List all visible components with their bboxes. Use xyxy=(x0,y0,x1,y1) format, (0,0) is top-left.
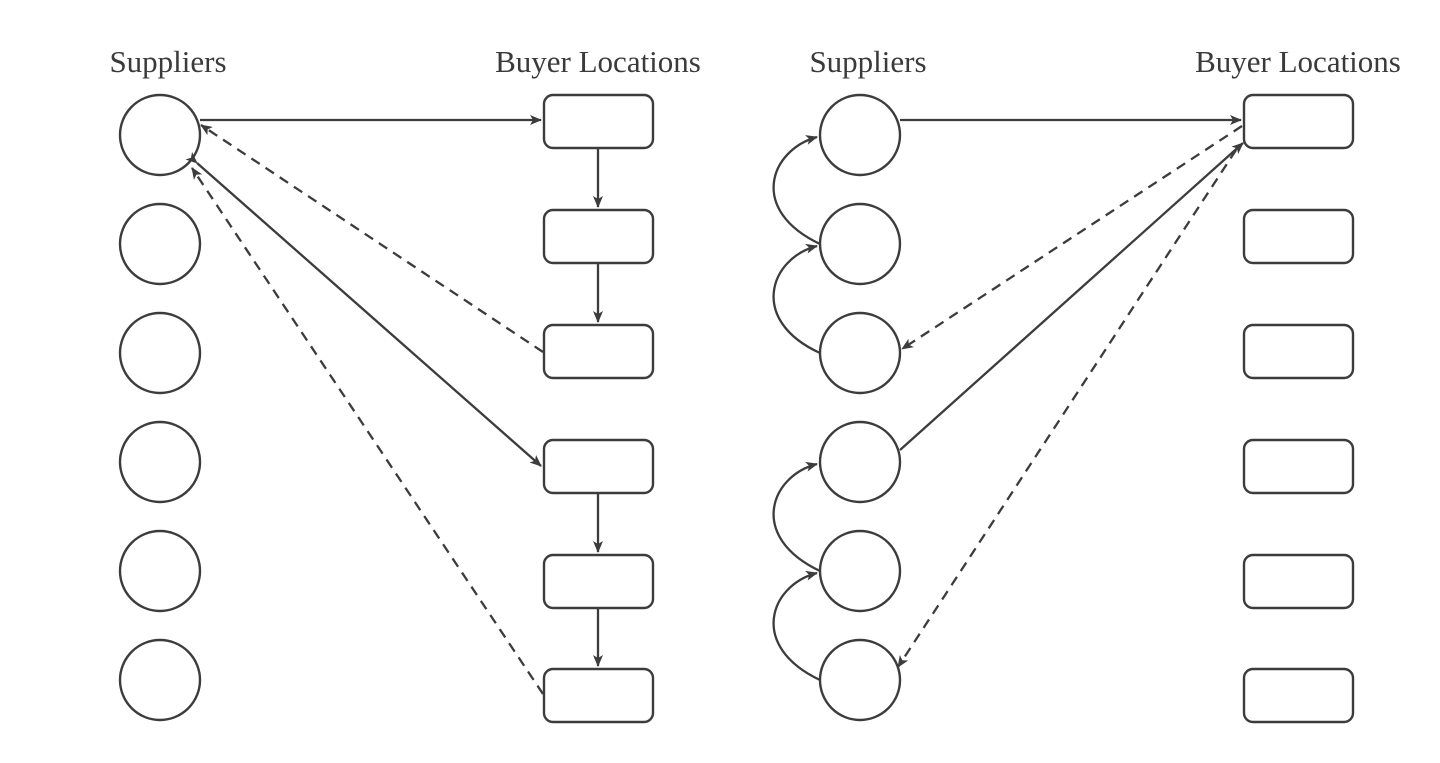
right-edge-supplier4-to-buyer1 xyxy=(899,142,1244,451)
left-buyer-node-2 xyxy=(542,208,655,265)
right-buyer-node-5 xyxy=(1242,553,1355,610)
left-supplier-node-4 xyxy=(118,420,202,504)
right-edge-supplier2-to-supplier1-curve xyxy=(772,135,821,246)
right-edge-supplier5-to-supplier4-curve xyxy=(772,461,821,573)
left-buyers-column xyxy=(542,93,655,724)
right-suppliers-label: Suppliers xyxy=(809,44,926,79)
right-buyer-locations-label: Buyer Locations xyxy=(1195,44,1401,79)
right-edge-supplier6-to-supplier5-curve xyxy=(772,570,821,682)
left-buyer-node-5 xyxy=(542,553,655,610)
left-buyer-node-4 xyxy=(542,438,655,495)
right-edges xyxy=(772,115,1244,682)
right-supplier-node-2 xyxy=(818,202,902,286)
right-supplier-node-1 xyxy=(818,93,902,177)
right-buyer-node-2 xyxy=(1242,208,1355,265)
right-buyer-node-4 xyxy=(1242,438,1355,495)
left-suppliers-column xyxy=(118,93,202,722)
right-buyer-node-6 xyxy=(1242,667,1355,724)
left-buyer-node-6 xyxy=(542,667,655,724)
left-supplier-node-3 xyxy=(118,311,202,395)
right-supplier-node-3 xyxy=(818,311,902,395)
right-suppliers-column xyxy=(818,93,902,722)
right-supplier-node-4 xyxy=(818,420,902,504)
left-supplier-node-5 xyxy=(118,529,202,613)
right-edge-buyer1-to-supplier6-dashed xyxy=(897,149,1237,668)
left-edges xyxy=(185,115,603,695)
left-edge-buyer6-to-supplier1-dashed xyxy=(191,167,544,695)
left-supplier-node-1 xyxy=(118,93,202,177)
left-supplier-node-2 xyxy=(118,202,202,286)
left-buyer-node-3 xyxy=(542,323,655,380)
left-buyer-locations-label: Buyer Locations xyxy=(495,44,701,79)
left-edge-supplier1-buyer4-bidirectional xyxy=(185,151,542,467)
right-edge-supplier3-to-supplier2-curve xyxy=(772,243,821,355)
right-edge-buyer1-to-supplier3-dashed xyxy=(901,125,1243,350)
right-buyer-node-1 xyxy=(1242,93,1355,150)
left-supplier-node-6 xyxy=(118,638,202,722)
left-buyer-node-1 xyxy=(542,93,655,150)
right-buyer-node-3 xyxy=(1242,323,1355,380)
right-supplier-node-6 xyxy=(818,638,902,722)
right-supplier-node-5 xyxy=(818,529,902,613)
left-suppliers-label: Suppliers xyxy=(109,44,226,79)
right-buyers-column xyxy=(1242,93,1355,724)
